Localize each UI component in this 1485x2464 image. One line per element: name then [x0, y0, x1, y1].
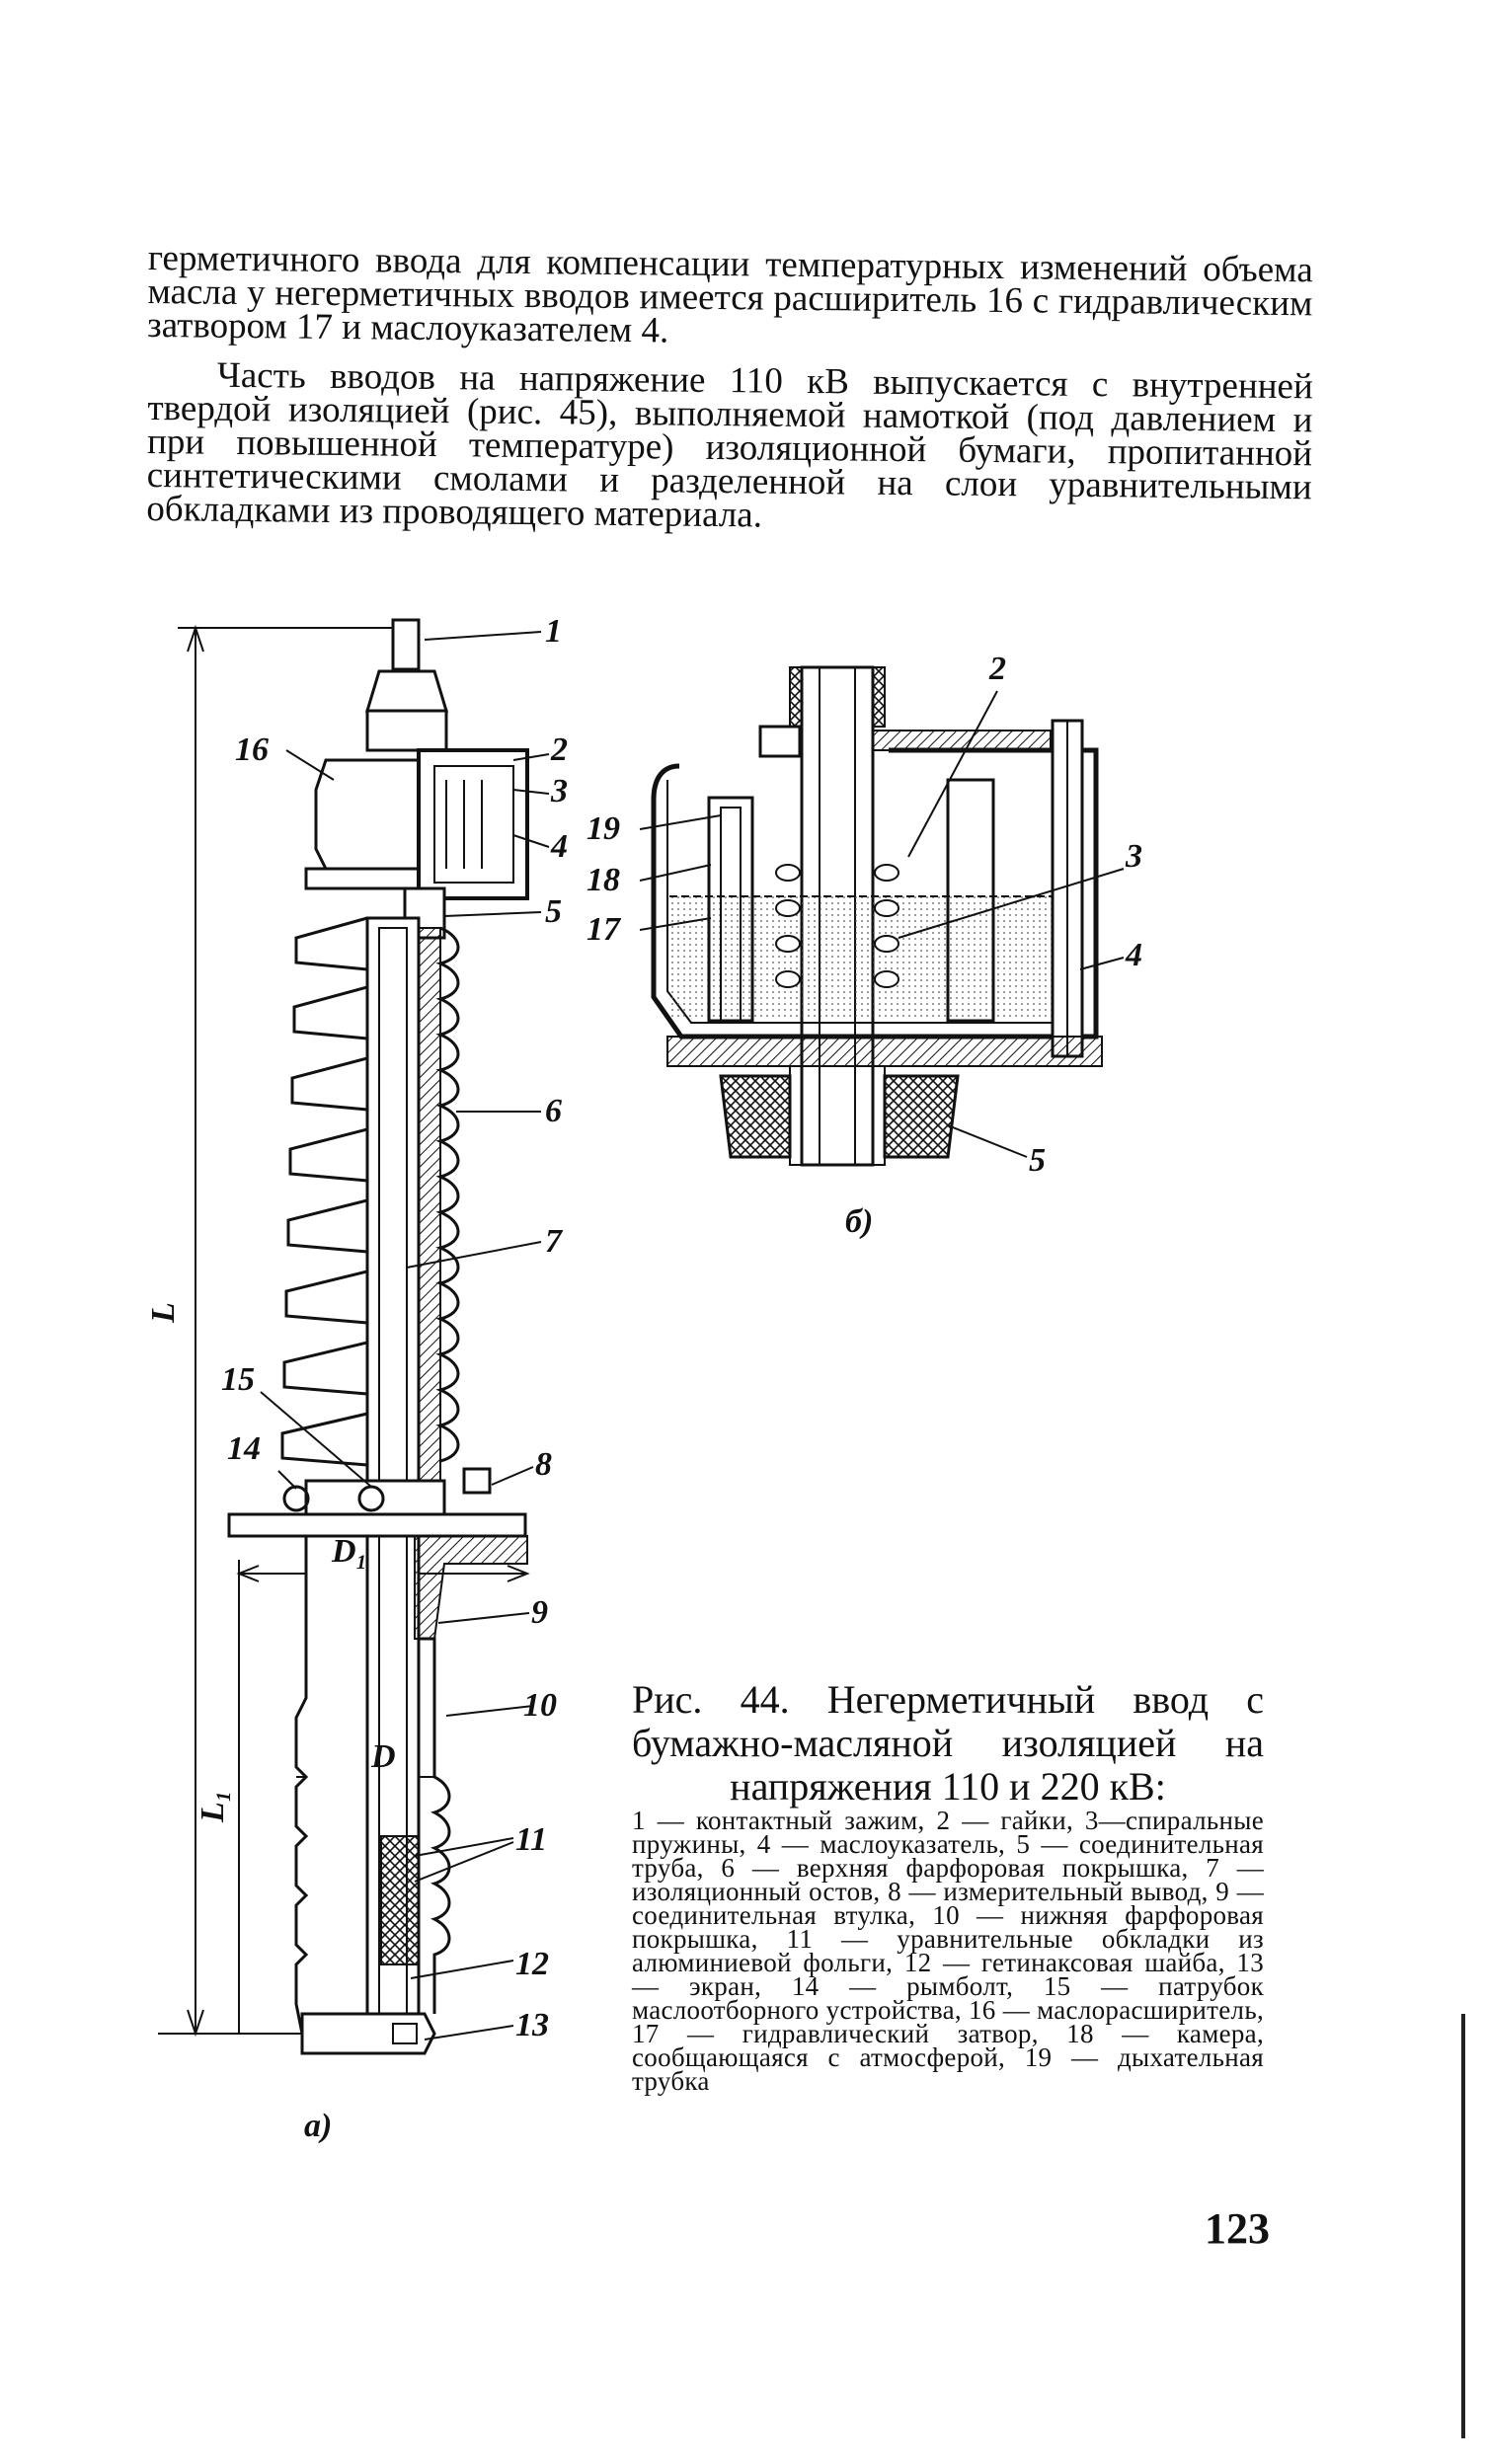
figure-caption-title: Рис. 44. Негерметичный ввод с бумажно-ма…	[632, 1677, 1264, 1809]
label-b-5: 5	[1029, 1142, 1046, 1179]
dim-D1: D₁	[331, 1533, 367, 1570]
drawing-a-labels: 1 16 2 3 4 5 6 7 15 14 8 9 10 11 12 13 L…	[145, 613, 568, 2144]
label-b-4: 4	[1125, 937, 1142, 973]
label-a-10: 10	[523, 1687, 557, 1724]
dim-D: D	[370, 1738, 396, 1775]
sublabel-b: б)	[845, 1203, 873, 1240]
label-a-5: 5	[545, 893, 562, 930]
label-a-12: 12	[515, 1946, 549, 1982]
label-b-2: 2	[988, 651, 1006, 687]
label-a-7: 7	[545, 1223, 564, 1260]
dim-L1: L₁	[195, 1790, 231, 1823]
label-a-4: 4	[550, 828, 568, 865]
label-a-16: 16	[235, 732, 269, 768]
label-a-11: 11	[515, 1821, 547, 1858]
label-b-3: 3	[1125, 838, 1142, 875]
dim-L: L	[145, 1302, 182, 1324]
drawing-a-bushing	[158, 618, 550, 2055]
label-a-15: 15	[221, 1361, 255, 1398]
label-b-19: 19	[586, 810, 620, 847]
drawing-b-expander-section	[639, 665, 1125, 1167]
scan-edge-line	[1461, 2014, 1465, 2438]
label-b-18: 18	[586, 862, 620, 898]
sublabel-a: а)	[304, 2108, 332, 2144]
page-number: 123	[1205, 2204, 1270, 2253]
label-a-1: 1	[545, 613, 562, 650]
label-a-8: 8	[535, 1446, 552, 1483]
label-a-14: 14	[227, 1430, 261, 1467]
drawing-b-labels: 2 19 18 17 3 4 5 б)	[586, 651, 1142, 1240]
label-b-17: 17	[586, 911, 622, 948]
figure-caption-legend: 1 — контактный зажим, 2 — гайки, 3—спира…	[632, 1806, 1264, 2096]
label-a-3: 3	[550, 773, 568, 809]
label-a-9: 9	[531, 1594, 548, 1631]
label-a-6: 6	[545, 1093, 562, 1129]
label-a-13: 13	[515, 2007, 549, 2043]
label-a-2: 2	[550, 732, 568, 768]
